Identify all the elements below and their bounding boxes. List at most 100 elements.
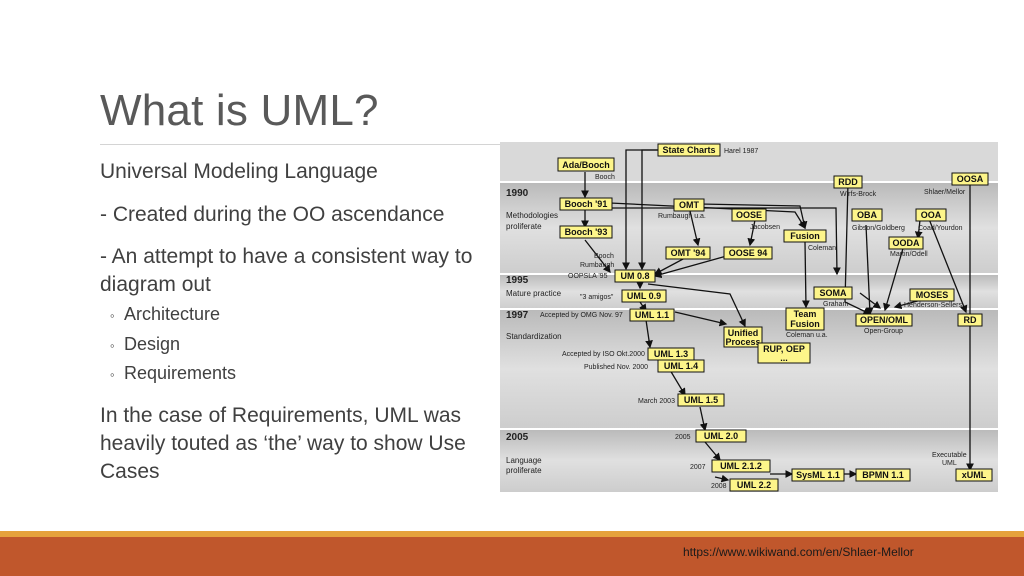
phase-methodologies-1: Methodologies — [506, 211, 558, 220]
svg-text:UM 0.8: UM 0.8 — [620, 271, 649, 281]
node-rdd: RDD — [833, 175, 863, 189]
svg-text:Fusion: Fusion — [790, 319, 820, 329]
note-amigos: "3 amigos" — [580, 294, 614, 301]
note-coleman: Coleman — [808, 245, 836, 252]
node-open-oml: OPEN/OML — [855, 313, 913, 327]
footer-bar — [0, 537, 1024, 576]
note-wirfs-brock: Wirfs-Brock — [840, 191, 877, 198]
svg-text:Ada/Booch: Ada/Booch — [562, 160, 610, 170]
svg-text:UML 2.0: UML 2.0 — [704, 431, 738, 441]
footer-stripe — [0, 531, 1024, 537]
svg-text:SysML 1.1: SysML 1.1 — [796, 470, 840, 480]
svg-text:BPMN 1.1: BPMN 1.1 — [862, 470, 904, 480]
svg-text:xUML: xUML — [962, 470, 987, 480]
subitem-requirements: ◦ Requirements — [110, 363, 236, 384]
source-url: https://www.wikiwand.com/en/Shlaer-Mello… — [683, 545, 914, 559]
note-published: Published Nov. 2000 — [584, 364, 648, 371]
node-rd: RD — [957, 313, 983, 327]
node-oosa: OOSA — [951, 172, 989, 186]
note-jacobsen: Jacobsen — [750, 224, 780, 231]
svg-text:UML 1.5: UML 1.5 — [684, 395, 718, 405]
title-underline — [100, 144, 504, 145]
subtitle-text: Universal Modeling Language — [100, 160, 378, 183]
year-1997: 1997 — [506, 310, 529, 321]
subitem-label: Architecture — [124, 304, 221, 324]
svg-text:UML 1.4: UML 1.4 — [664, 361, 698, 371]
circle-bullet-icon: ◦ — [110, 367, 115, 382]
svg-text:UML 0.9: UML 0.9 — [627, 291, 661, 301]
node-uml15: UML 1.5 — [677, 393, 725, 407]
svg-text:UML 2.1.2: UML 2.1.2 — [720, 461, 762, 471]
note-coleman-ua: Coleman u.a. — [786, 332, 828, 339]
svg-text:Team: Team — [794, 309, 817, 319]
node-uml14: UML 1.4 — [657, 359, 705, 373]
node-uml20: UML 2.0 — [695, 429, 747, 443]
svg-text:Unified: Unified — [728, 328, 759, 338]
note-henderson: Henderson-Sellers — [904, 302, 962, 309]
phase-language-1: Language — [506, 456, 542, 465]
circle-bullet-icon: ◦ — [110, 338, 115, 353]
note-open-group: Open-Group — [864, 328, 903, 335]
svg-text:OOA: OOA — [921, 210, 942, 220]
note-2005: 2005 — [675, 434, 691, 441]
note-coad: Coad/Yourdon — [918, 225, 963, 232]
node-oba: OBA — [851, 208, 883, 222]
svg-text:Booch '91: Booch '91 — [565, 199, 608, 209]
note-oopsla: OOPSLA '95 — [568, 273, 608, 280]
svg-text:Process: Process — [725, 337, 760, 347]
svg-text:SOMA: SOMA — [820, 288, 848, 298]
note-iso: Accepted by ISO Okt.2000 — [562, 351, 645, 358]
node-uml13: UML 1.3 — [647, 347, 695, 361]
subitem-architecture: ◦ Architecture — [110, 304, 220, 325]
note-graham: Graham — [823, 301, 848, 308]
node-xuml: xUML — [955, 468, 993, 482]
bullet-oo-ascendance: - Created during the OO ascendance — [100, 203, 445, 226]
node-ooda: OODA — [888, 236, 924, 250]
svg-text:UML 2.2: UML 2.2 — [737, 480, 771, 490]
node-uml212: UML 2.1.2 — [711, 459, 771, 473]
note-harel: Harel 1987 — [724, 148, 758, 155]
subitem-label: Requirements — [124, 363, 237, 383]
phase-language-2: proliferate — [506, 466, 542, 475]
note-rumbaugh-2: Rumbaugh — [580, 262, 614, 269]
svg-text:OODA: OODA — [893, 238, 921, 248]
node-um08: UM 0.8 — [614, 269, 656, 283]
svg-text:MOSES: MOSES — [916, 290, 949, 300]
svg-text:OOSE: OOSE — [736, 210, 762, 220]
year-1995: 1995 — [506, 275, 529, 286]
svg-text:RDD: RDD — [838, 177, 858, 187]
bullet-consistent-way: - An attempt to have a consistent way to… — [100, 245, 473, 296]
svg-text:Booch '93: Booch '93 — [565, 227, 608, 237]
circle-bullet-icon: ◦ — [110, 308, 115, 323]
subitem-design: ◦ Design — [110, 334, 180, 355]
node-fusion: Fusion — [783, 229, 827, 243]
svg-text:OMT: OMT — [679, 200, 699, 210]
note-omg: Accepted by OMG Nov. 97 — [540, 312, 623, 319]
node-uml09: UML 0.9 — [621, 289, 667, 303]
note-booch: Booch — [595, 174, 615, 181]
note-rumbaugh: Rumbaugh u.a. — [658, 213, 706, 220]
slide-title: What is UML? — [100, 86, 379, 135]
note-martin: Martin/Odell — [890, 251, 928, 258]
svg-text:...: ... — [780, 353, 788, 363]
subitem-label: Design — [124, 334, 181, 354]
node-oose: OOSE — [731, 208, 767, 222]
node-omt94: OMT '94 — [665, 246, 711, 260]
note-2008: 2008 — [711, 483, 727, 490]
uml-history-diagram: 1990 Methodologies proliferate 1995 Matu… — [500, 142, 998, 492]
phase-standardization: Standardization — [506, 332, 562, 341]
year-2005: 2005 — [506, 432, 529, 443]
note-shlaer-mellor: Shlaer/Mellor — [924, 189, 966, 196]
note-executable-uml: UML — [942, 460, 957, 467]
svg-text:OBA: OBA — [857, 210, 878, 220]
node-uml11: UML 1.1 — [629, 308, 675, 322]
svg-text:Fusion: Fusion — [790, 231, 820, 241]
phase-mature: Mature practice — [506, 289, 562, 298]
svg-text:State Charts: State Charts — [662, 145, 715, 155]
requirements-paragraph: In the case of Requirements, UML was hea… — [100, 404, 466, 483]
svg-text:OPEN/OML: OPEN/OML — [860, 315, 909, 325]
node-ada-booch: Ada/Booch — [557, 157, 615, 172]
node-booch91: Booch '91 — [559, 197, 613, 211]
